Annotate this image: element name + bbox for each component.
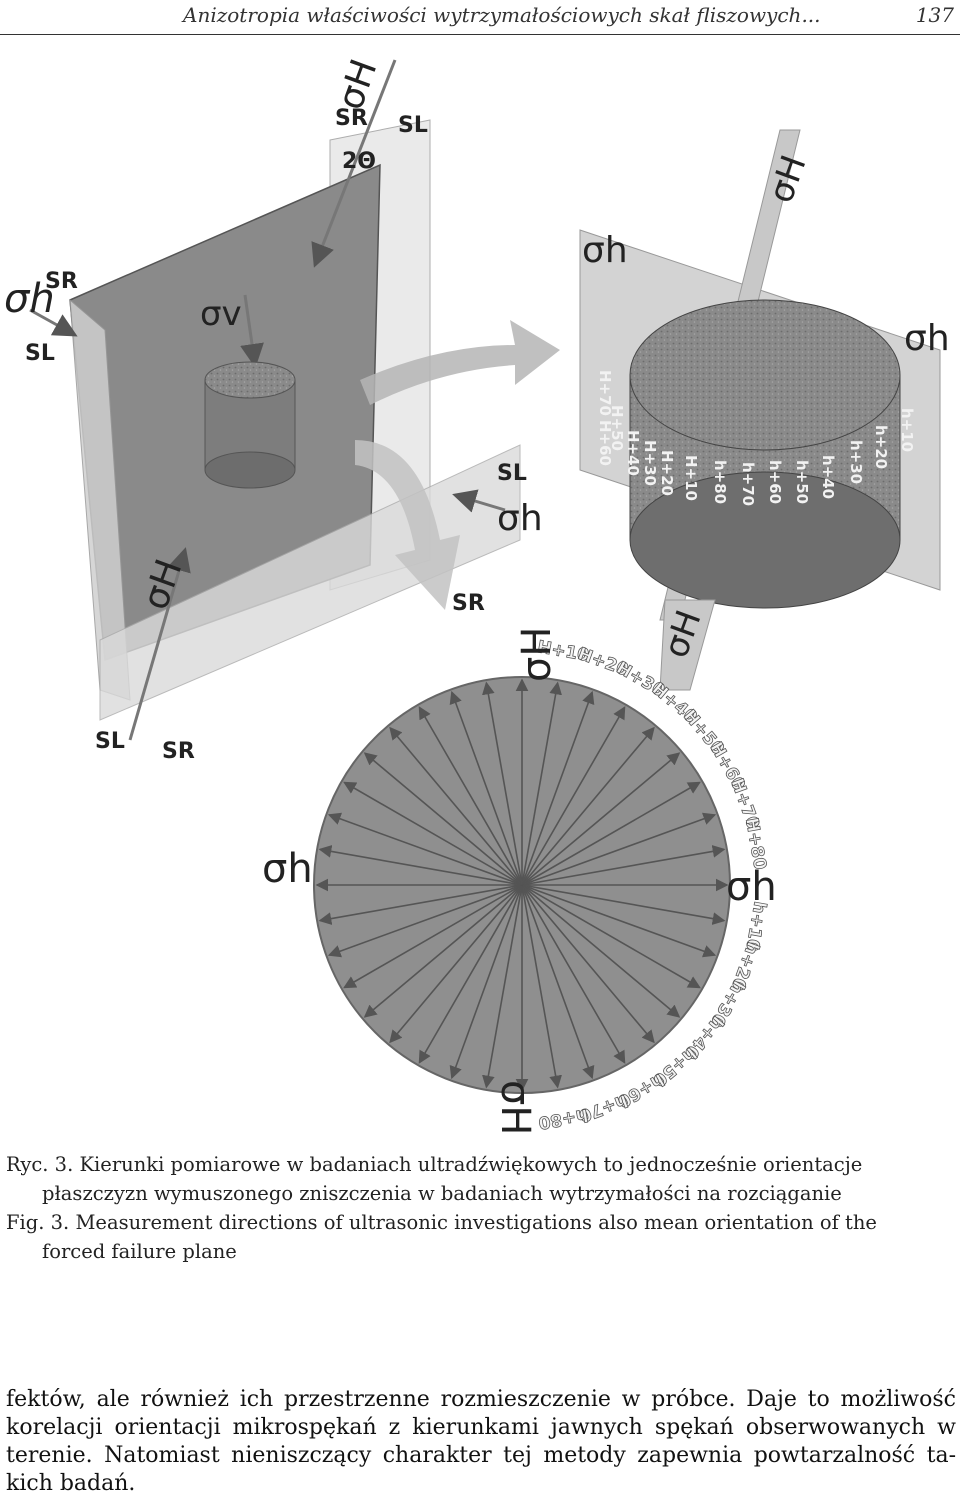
cyl-label-H+60: H+60	[596, 420, 614, 466]
direction-spoke	[318, 884, 523, 925]
block-arrow-down	[355, 440, 460, 610]
direction-spoke	[521, 884, 701, 989]
caption-en-line1: Fig. 3. Measurement directions of ultras…	[6, 1211, 877, 1234]
direction-spoke	[363, 884, 523, 1018]
label-sR-top: SR	[335, 106, 368, 131]
direction-circle: H+10H+20H+30H+40H+50H+60H+70H+80h+10h+20…	[262, 627, 777, 1136]
cylinder-labels-h: h+80 h+70 h+60 h+50 h+40 h+30 h+20 h+10	[711, 408, 916, 506]
body-line1: fektów, ale również ich przestrzenne roz…	[6, 1387, 956, 1412]
cylinder-labels-H: H+70 H+60 H+50 H+40 H+30 H+20 H+10	[596, 370, 700, 501]
direction-spoke	[343, 884, 523, 989]
label-sR-mid: SR	[452, 591, 485, 616]
sigma-h-arrow-right	[452, 489, 506, 513]
page-number: 137	[915, 3, 954, 27]
direction-spoke	[389, 726, 523, 886]
direction-spoke	[521, 884, 655, 1044]
direction-spoke	[521, 781, 701, 886]
body-line4: kich badań.	[6, 1471, 136, 1496]
cyl-label-H+10: H+10	[682, 455, 700, 501]
direction-spokes	[315, 678, 729, 1092]
direction-spoke	[521, 690, 595, 886]
cyl-label-h+60: h+60	[766, 460, 784, 504]
direction-spoke	[363, 752, 523, 886]
cyl-label-H+20: H+20	[658, 450, 676, 496]
caption-pl-line2: płaszczyzn wymuszonego zniszczenia w bad…	[42, 1182, 842, 1205]
direction-spoke	[327, 884, 523, 958]
caption-pl-line1: Ryc. 3. Kierunki pomiarowe w badaniach u…	[6, 1153, 863, 1176]
direction-spoke	[521, 884, 626, 1064]
direction-spoke	[521, 884, 595, 1080]
cyl-label-H+30: H+30	[641, 440, 659, 486]
direction-spoke	[521, 884, 681, 1018]
label-sigma-h-left: σh	[4, 276, 55, 322]
figure-3: σH SR SL 2Θ σh SR SL σv SL σh SR σH SL S…	[4, 54, 950, 1136]
label-sL-bottom: SL	[95, 729, 125, 754]
direction-spoke	[521, 884, 717, 958]
cylinder-plane-H-lower	[659, 599, 716, 691]
cyl-label-H+70: H+70	[596, 370, 614, 416]
running-title: Anizotropia właściwości wytrzymałościowy…	[183, 3, 821, 27]
body-line2: korelacji orientacji mikrospękań z kieru…	[6, 1415, 956, 1440]
cyl-label-H+40: H+40	[624, 430, 642, 476]
cyl-label-h+80: h+80	[711, 460, 729, 504]
block-arrow-right	[360, 320, 560, 405]
sigma-H-arrow-bottom	[128, 547, 191, 741]
direction-spoke	[327, 812, 523, 886]
label-sigma-h-mid: σh	[497, 498, 543, 539]
label-cyl-sigma-h-right: σh	[904, 318, 950, 359]
direction-spoke	[521, 812, 717, 886]
label-sL-left: SL	[25, 341, 55, 366]
specimen-cylinder: σh σh σH σH H+70 H+60 H+50 H+40 H+30 H+2…	[579, 129, 950, 691]
figure-caption: Ryc. 3. Kierunki pomiarowe w badaniach u…	[6, 1150, 956, 1266]
label-sR-bottom: SR	[162, 739, 195, 764]
circle-sigma-h-left: σh	[262, 846, 313, 892]
cyl-label-h+50: h+50	[793, 460, 811, 504]
label-angle: 2Θ	[342, 149, 376, 174]
sigma-h-arrow-left	[29, 308, 78, 337]
direction-spoke	[318, 845, 523, 886]
shear-plane-diagram: σH SR SL 2Θ σh SR SL σv SL σh SR σH SL S…	[4, 54, 543, 764]
circle-label-h-7: h+80	[537, 1104, 590, 1132]
direction-spoke	[482, 681, 523, 886]
cyl-label-h+30: h+30	[847, 440, 865, 484]
direction-spoke	[449, 690, 523, 886]
direction-spoke	[521, 752, 681, 886]
circle-sigma-H-top: σH	[514, 627, 560, 682]
label-sL-mid: SL	[497, 461, 527, 486]
body-line3: terenie. Natomiast nieniszczący charakte…	[6, 1443, 956, 1468]
direction-spoke	[418, 706, 523, 886]
direction-spoke	[343, 781, 523, 886]
cyl-label-h+10: h+10	[898, 408, 916, 452]
circle-sigma-h-right: σh	[726, 864, 777, 910]
caption-en-line2: forced failure plane	[42, 1240, 237, 1263]
direction-spoke	[449, 884, 523, 1080]
circle-sigma-H-bottom: σH	[492, 1080, 538, 1135]
mini-specimen	[204, 361, 296, 489]
cyl-label-h+70: h+70	[739, 462, 757, 506]
cyl-label-h+40: h+40	[819, 455, 837, 499]
sigma-H-arrow-top	[311, 59, 397, 268]
label-sigma-v: σv	[200, 294, 242, 334]
direction-spoke	[389, 884, 523, 1044]
direction-spoke	[521, 845, 726, 886]
direction-spoke	[482, 884, 523, 1089]
running-header: Anizotropia właściwości wytrzymałościowy…	[0, 0, 960, 35]
direction-spoke	[418, 884, 523, 1064]
cyl-label-H+50: H+50	[608, 405, 626, 451]
body-paragraph: fektów, ale również ich przestrzenne roz…	[6, 1386, 956, 1498]
label-cyl-sigma-h-left: σh	[582, 230, 628, 271]
label-sR-left: SR	[45, 269, 78, 294]
direction-spoke	[521, 681, 562, 886]
direction-spoke	[521, 706, 626, 886]
direction-spoke	[521, 884, 562, 1089]
cyl-label-h+20: h+20	[872, 425, 890, 469]
direction-spoke	[521, 726, 655, 886]
label-sL-top: SL	[398, 113, 428, 138]
direction-spoke	[521, 884, 726, 925]
sigma-v-arrow	[240, 294, 264, 368]
